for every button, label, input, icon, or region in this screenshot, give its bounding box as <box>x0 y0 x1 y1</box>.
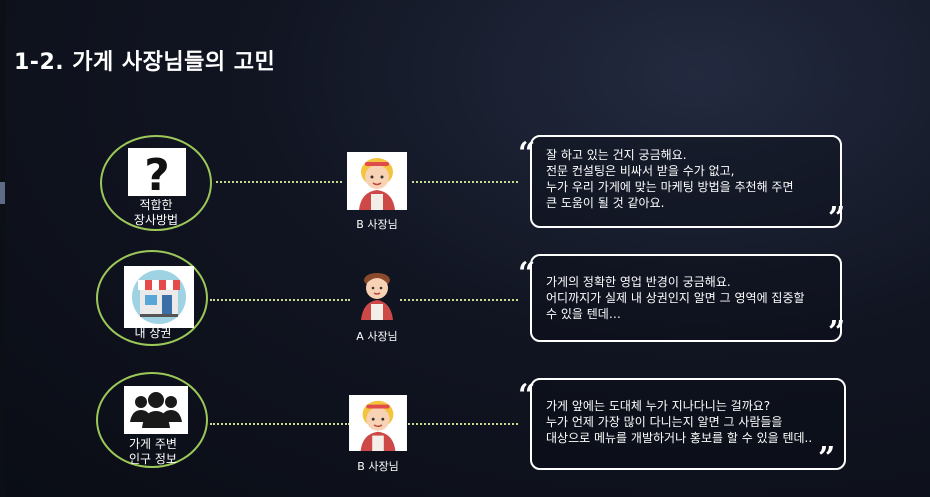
connector-line <box>210 423 350 425</box>
topic-circle <box>100 135 212 231</box>
connector-line <box>405 423 518 425</box>
people-group-icon <box>124 386 188 434</box>
topic-circle <box>96 250 208 346</box>
topic-label: 적합한 장사방법 <box>133 198 179 227</box>
left-edge-marker <box>0 182 5 204</box>
slide-title: 1-2. 가게 사장님들의 고민 <box>14 50 276 75</box>
connector-line <box>210 299 350 301</box>
speech-bubble <box>530 254 842 342</box>
owner-label: B 사장님 <box>357 460 399 473</box>
close-quote-icon: ” <box>828 201 846 236</box>
speech-text: 잘 하고 있는 건지 궁금해요. 전문 컨설팅은 비싸서 받을 수가 없고, 누… <box>546 148 794 210</box>
male-shop-owner-icon <box>355 270 399 320</box>
owner-label: B 사장님 <box>356 218 398 231</box>
owner-label: A 사장님 <box>356 330 398 343</box>
close-quote-icon: ” <box>818 441 836 476</box>
speech-text: 가게 앞에는 도대체 누가 지나다니는 걸까요? 누가 언제 가장 많이 다니는… <box>546 399 813 445</box>
left-edge-strip <box>0 0 5 497</box>
topic-label: 내 상권 <box>134 326 172 340</box>
open-quote-icon: “ <box>518 378 536 413</box>
open-quote-icon: “ <box>518 136 536 171</box>
speech-bubble <box>530 378 846 470</box>
svg-text:?: ? <box>144 150 170 196</box>
storefront-icon <box>124 266 194 328</box>
question-mark-icon: ? <box>128 148 186 201</box>
topic-label: 가게 주변 인구 정보 <box>129 437 177 466</box>
connector-line <box>400 299 518 301</box>
close-quote-icon: ” <box>828 315 846 350</box>
open-quote-icon: “ <box>518 256 536 291</box>
speech-text: 가게의 정확한 영업 반경이 궁금해요. 어디까지가 실제 내 상권인지 알면 … <box>546 275 805 321</box>
female-shop-owner-icon <box>347 152 407 210</box>
speech-bubble <box>530 135 842 228</box>
connector-line <box>216 181 342 183</box>
connector-line <box>412 181 518 183</box>
topic-circle <box>96 372 208 468</box>
female-shop-owner-icon <box>349 395 407 451</box>
